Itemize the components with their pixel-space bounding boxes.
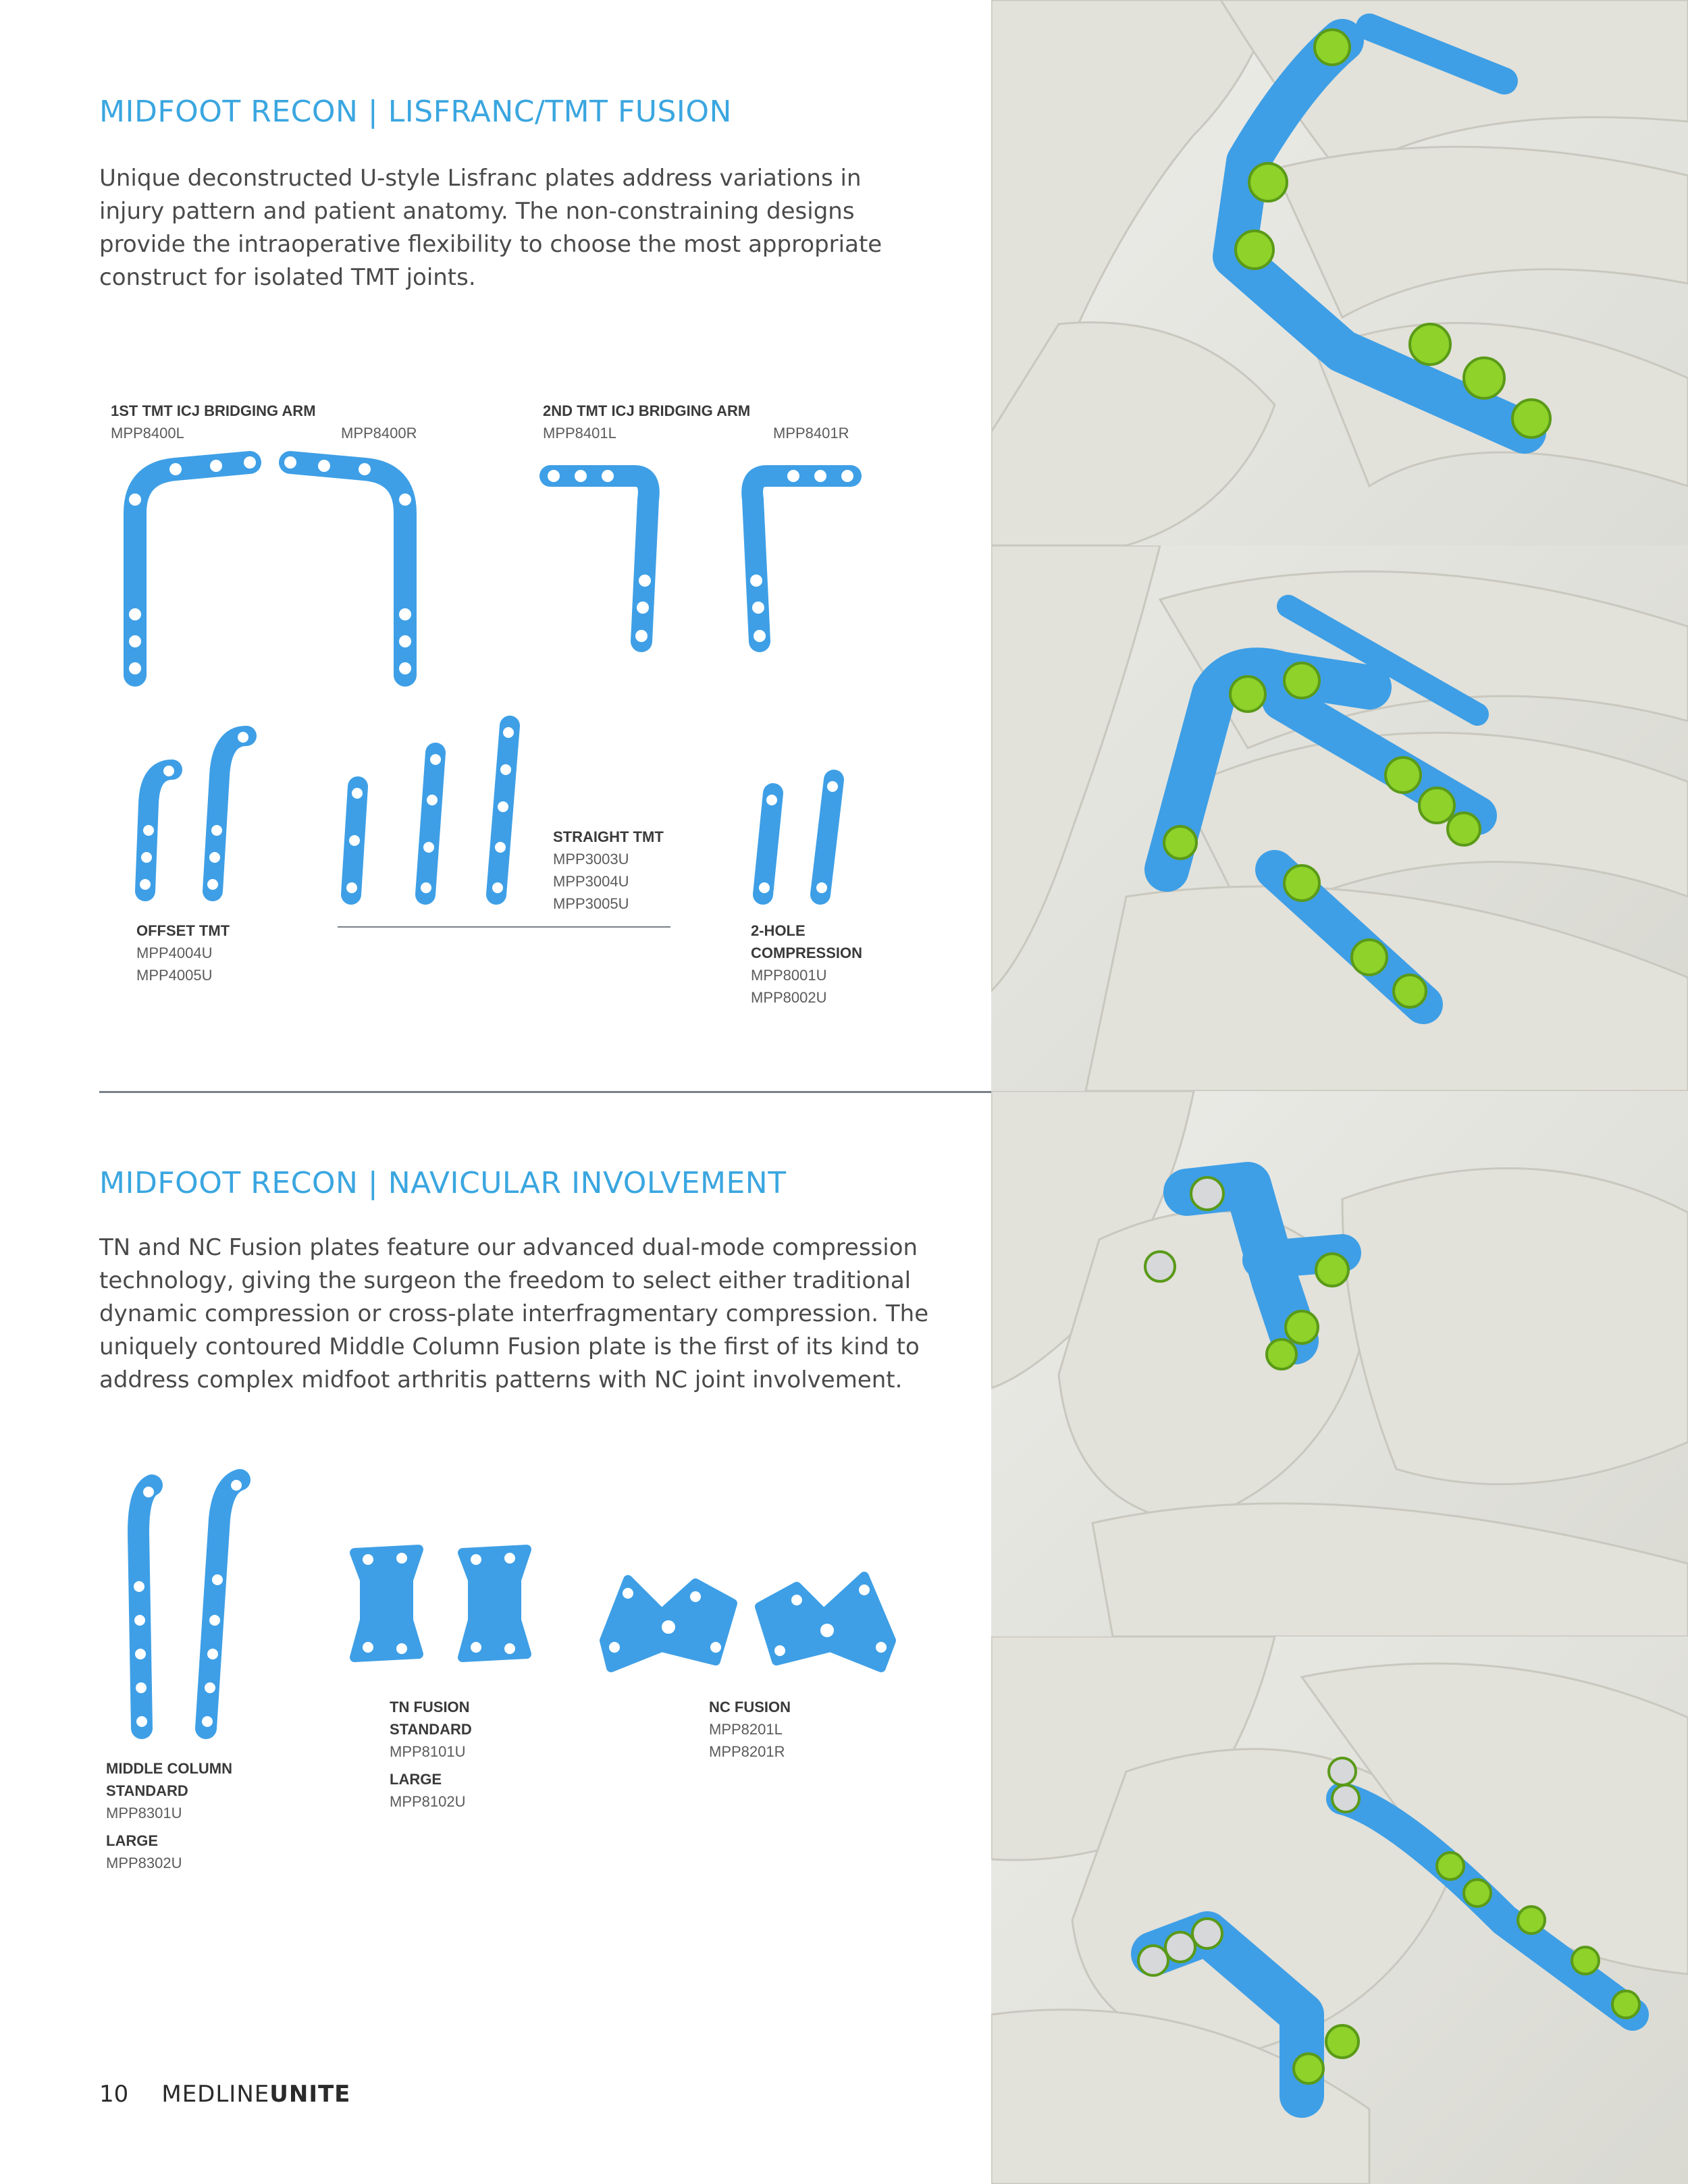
plate-nc-fusion-illustration [600,1572,896,1672]
label-tn-fusion-standard: STANDARD [390,1721,472,1738]
label-tn-fusion-large: LARGE [390,1771,442,1788]
plate-2nd-tmt-right-illustration [741,465,862,652]
label-offset-tmt-code: MPP4005U [136,967,213,984]
section1-title: MIDFOOT RECON | LISFRANC/TMT FUSION [99,95,732,129]
label-middle-column-name: MIDDLE COLUMN [106,1760,232,1777]
label-2nd-tmt: 2ND TMT ICJ BRIDGING ARM MPP8401L [543,400,750,444]
photo-lisfranc-plate-1 [991,0,1688,545]
label-tn-fusion-name: TN FUSION [390,1699,470,1715]
label-straight-tmt-code: MPP3004U [553,873,629,890]
label-nc-fusion-code: MPP8201L [709,1721,783,1738]
straight-tmt-underline [338,926,670,928]
label-tn-fusion-large-code: MPP8102U [390,1793,466,1810]
label-middle-column: MIDDLE COLUMN STANDARD MPP8301U LARGE MP… [106,1757,232,1874]
label-nc-fusion-name: NC FUSION [709,1699,791,1715]
brand-logo: MEDLINEUNITE [161,2081,350,2108]
label-straight-tmt-name: STRAIGHT TMT [553,828,664,845]
plate-1st-tmt-left-illustration [124,451,261,687]
brand-bold: UNITE [269,2081,351,2108]
section2-body: TN and NC Fusion plates feature our adva… [99,1234,929,1393]
photo-middle-column-plate [991,1636,1688,2184]
photo-tn-fusion-plate [991,1091,1688,1636]
section-divider [99,1091,1688,1093]
label-straight-tmt: STRAIGHT TMT MPP3003U MPP3004U MPP3005U [553,826,664,915]
label-1st-tmt: 1ST TMT ICJ BRIDGING ARM MPP8400L [111,400,316,444]
label-nc-fusion-code: MPP8201R [709,1743,785,1760]
label-2-hole-name: COMPRESSION [751,944,863,961]
label-nc-fusion: NC FUSION MPP8201L MPP8201R [709,1696,791,1763]
plate-2-hole-compression-illustration [753,770,844,905]
foot-skeleton-photo-icon [991,1091,1688,1636]
label-straight-tmt-code: MPP3003U [553,851,629,868]
label-2nd-tmt-name: 2ND TMT ICJ BRIDGING ARM [543,402,751,419]
label-straight-tmt-code: MPP3005U [553,895,629,912]
plate-1st-tmt-right-illustration [279,451,417,687]
label-offset-tmt: OFFSET TMT MPP4004U MPP4005U [136,920,230,986]
plate-straight-tmt-illustration [341,716,520,905]
label-2nd-tmt-left-code: MPP8401L [543,425,616,442]
section2-title: MIDFOOT RECON | NAVICULAR INVOLVEMENT [99,1166,787,1200]
label-middle-column-standard: STANDARD [106,1782,188,1799]
foot-skeleton-photo-icon [991,545,1688,1091]
label-1st-tmt-name: 1ST TMT ICJ BRIDGING ARM [111,402,316,419]
label-middle-column-large-code: MPP8302U [106,1855,182,1871]
label-2-hole-code: MPP8002U [751,989,827,1006]
label-1st-tmt-left-code: MPP8400L [111,425,184,442]
label-middle-column-standard-code: MPP8301U [106,1805,182,1821]
footer: 10 MEDLINEUNITE [99,2081,350,2108]
label-2nd-tmt-right-code: MPP8401R [773,425,849,442]
label-2-hole-compression: 2-HOLE COMPRESSION MPP8001U MPP8002U [751,920,862,1009]
label-offset-tmt-code: MPP4004U [136,944,213,961]
section1-body: Unique deconstructed U-style Lisfranc pl… [99,165,882,291]
foot-skeleton-photo-icon [991,0,1688,545]
photo-lisfranc-plate-2 [991,545,1688,1091]
label-tn-fusion-standard-code: MPP8101U [390,1743,466,1760]
plate-tn-fusion-illustration [350,1545,531,1662]
foot-skeleton-photo-icon [991,1636,1688,2184]
plate-middle-column-illustration [128,1469,250,1739]
label-2-hole-name: 2-HOLE [751,922,806,939]
label-middle-column-large: LARGE [106,1832,158,1849]
label-tn-fusion: TN FUSION STANDARD MPP8101U LARGE MPP810… [390,1696,472,1813]
label-offset-tmt-name: OFFSET TMT [136,922,230,939]
plate-offset-tmt-illustration [135,726,257,901]
plate-2nd-tmt-left-illustration [539,465,660,652]
page-number: 10 [99,2081,129,2108]
label-2-hole-code: MPP8001U [751,967,827,984]
brand-regular: MEDLINE [161,2081,270,2108]
label-1st-tmt-right-code: MPP8400R [341,425,417,442]
